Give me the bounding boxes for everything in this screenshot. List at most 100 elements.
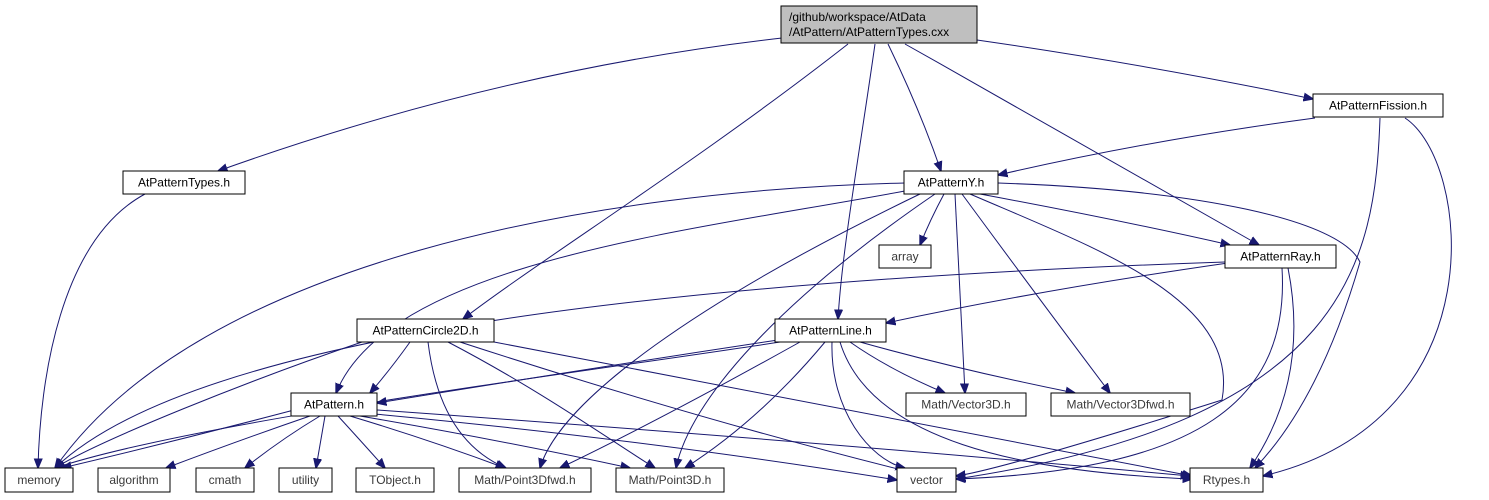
edge-fission-to-y <box>998 117 1316 175</box>
edge-pattern-to-vector <box>374 413 897 480</box>
edge-circle-to-pattern <box>370 341 411 393</box>
edge-y-to-array <box>920 193 945 245</box>
edge-line-to-p3d <box>685 341 826 468</box>
node-label-array: array <box>891 250 918 264</box>
node-cmath: cmath <box>195 467 255 493</box>
node-box-y <box>903 170 999 195</box>
node-box-vec3d <box>905 392 1027 417</box>
node-array: array <box>878 244 932 269</box>
node-label-root-line-0: /github/workspace/AtData <box>789 10 926 24</box>
node-label-memory: memory <box>17 473 60 487</box>
node-circle[interactable]: AtPatternCircle2D.h <box>356 318 495 343</box>
node-ray[interactable]: AtPatternRay.h <box>1224 244 1337 269</box>
node-box-array <box>878 244 932 269</box>
edge-root-to-fission <box>976 39 1313 99</box>
edge-y-to-p3dfwd <box>540 193 921 468</box>
node-label-y: AtPatternY.h <box>918 176 985 190</box>
node-label-line: AtPatternLine.h <box>789 324 872 338</box>
node-label-p3dfwd: Math/Point3Dfwd.h <box>474 473 575 487</box>
node-box-vec3dfwd <box>1050 392 1191 417</box>
node-box-fission <box>1312 93 1444 118</box>
edge-line-to-vector <box>831 341 905 468</box>
edge-circle-to-rtypes <box>493 341 1192 476</box>
edge-y-to-vec3dfwd <box>961 193 1110 393</box>
node-box-root <box>780 5 978 44</box>
edge-y-to-memory <box>55 182 906 468</box>
node-box-cmath <box>195 467 255 493</box>
edge-line-to-rtypes <box>839 341 1192 479</box>
node-fission[interactable]: AtPatternFission.h <box>1312 93 1444 118</box>
edge-ray-to-line <box>886 262 1229 323</box>
node-label-p3d: Math/Point3D.h <box>629 473 712 487</box>
node-p3d: Math/Point3D.h <box>615 467 725 493</box>
edge-pattern-to-p3dfwd <box>349 415 505 468</box>
edge-types-to-memory <box>38 193 146 468</box>
node-box-pattern <box>290 392 378 417</box>
node-box-vector <box>896 467 957 493</box>
edge-circle-to-p3d <box>447 341 655 468</box>
edge-line-to-p3dfwd <box>560 341 801 468</box>
node-label-ray: AtPatternRay.h <box>1240 250 1320 264</box>
node-box-memory <box>4 467 74 493</box>
node-box-tobject <box>355 467 435 493</box>
node-algorithm: algorithm <box>97 467 171 493</box>
edge-fission-to-vector <box>956 117 1381 479</box>
edge-pattern-to-p3d <box>359 415 630 468</box>
node-tobject: TObject.h <box>355 467 435 493</box>
edge-root-to-y <box>887 43 941 171</box>
node-label-vector: vector <box>910 473 943 487</box>
edge-pattern-to-rtypes <box>376 409 1190 476</box>
edge-circle-to-p3dfwd <box>427 341 506 468</box>
node-label-cmath: cmath <box>209 473 242 487</box>
node-types[interactable]: AtPatternTypes.h <box>122 170 246 195</box>
edge-pattern-to-tobject <box>337 415 385 468</box>
edge-pattern-to-cmath <box>245 415 321 468</box>
node-pattern[interactable]: AtPattern.h <box>290 392 378 417</box>
node-box-rtypes <box>1189 467 1264 493</box>
node-label-vec3dfwd: Math/Vector3Dfwd.h <box>1066 398 1174 412</box>
edge-pattern-to-algorithm <box>166 415 311 468</box>
edge-circle-to-memory <box>55 341 363 468</box>
node-box-p3d <box>615 467 725 493</box>
edge-pattern-to-utility <box>316 415 326 468</box>
node-utility: utility <box>278 467 333 493</box>
node-box-p3dfwd <box>458 467 592 493</box>
node-label-vec3d: Math/Vector3D.h <box>921 398 1010 412</box>
edge-y-to-p3d <box>676 193 936 468</box>
edge-root-to-circle <box>463 43 849 319</box>
nodes-layer: /github/workspace/AtData/AtPattern/AtPat… <box>4 5 1444 493</box>
edge-line-to-vec3dfwd <box>859 341 1075 393</box>
edge-y-to-ray <box>979 193 1230 245</box>
node-box-types <box>122 170 246 195</box>
edge-ray-to-rtypes <box>1250 267 1295 468</box>
node-box-line <box>774 318 887 343</box>
edge-root-to-line <box>838 43 876 319</box>
node-p3dfwd: Math/Point3Dfwd.h <box>458 467 592 493</box>
node-y[interactable]: AtPatternY.h <box>903 170 999 195</box>
node-label-circle: AtPatternCircle2D.h <box>372 324 478 338</box>
node-root[interactable]: /github/workspace/AtData/AtPattern/AtPat… <box>780 5 978 44</box>
node-label-pattern: AtPattern.h <box>304 398 364 412</box>
node-label-fission: AtPatternFission.h <box>1329 99 1427 113</box>
edge-y-to-vector <box>956 193 1225 476</box>
edge-line-to-vec3d <box>849 341 945 393</box>
node-box-circle <box>356 318 495 343</box>
node-label-tobject: TObject.h <box>369 473 421 487</box>
node-box-algorithm <box>97 467 171 493</box>
node-line[interactable]: AtPatternLine.h <box>774 318 887 343</box>
node-label-utility: utility <box>292 473 319 487</box>
edge-y-to-vec3d <box>954 193 965 393</box>
edge-line-to-memory <box>55 341 781 468</box>
edge-fission-to-rtypes <box>1263 117 1452 476</box>
edge-y-to-rtypes <box>997 182 1361 468</box>
edge-ray-to-vector <box>956 267 1283 479</box>
edge-circle-to-vector <box>459 341 910 472</box>
node-rtypes: Rtypes.h <box>1189 467 1264 493</box>
edge-line-to-pattern <box>377 339 779 403</box>
node-label-types: AtPatternTypes.h <box>138 176 230 190</box>
node-label-rtypes: Rtypes.h <box>1203 473 1250 487</box>
node-vector: vector <box>896 467 957 493</box>
edge-pattern-to-memory <box>62 409 295 468</box>
edge-root-to-types <box>218 37 783 171</box>
